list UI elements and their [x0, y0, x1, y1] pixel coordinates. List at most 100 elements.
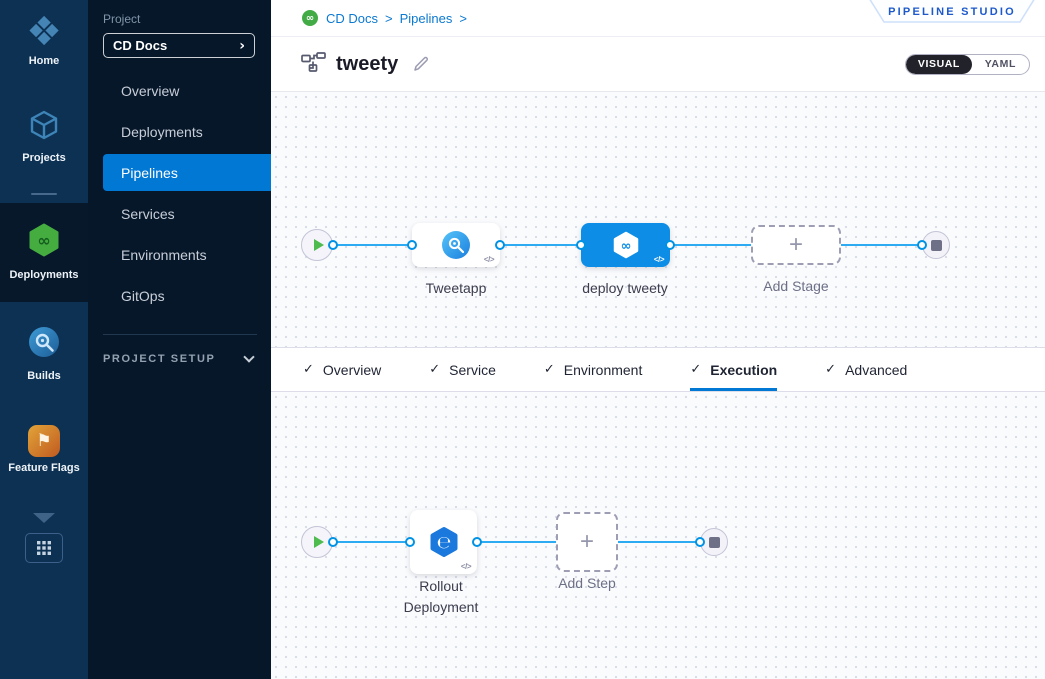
deployments-cd-icon: ∞: [25, 221, 63, 264]
sidebar-item-label: Home: [28, 55, 60, 67]
project-selector-value: CD Docs: [113, 38, 168, 53]
sidebar-item-label: Feature Flags: [8, 462, 80, 474]
sidebar-item-deployments[interactable]: ∞ Deployments: [0, 203, 88, 302]
breadcrumb-separator: >: [459, 10, 467, 26]
sidebar-item-deployments-nav[interactable]: Deployments: [121, 123, 203, 140]
grid-icon: [37, 541, 51, 555]
play-icon: [313, 536, 324, 548]
breadcrumb-link-project[interactable]: CD Docs: [326, 10, 379, 26]
add-step-label: Add Step: [558, 575, 616, 591]
code-icon: </>: [653, 255, 665, 264]
check-icon: ✓: [543, 362, 555, 377]
main-content: PIPELINE STUDIO ∞ CD Docs > Pipelines >: [271, 0, 1045, 679]
pipeline-name: tweety: [336, 52, 399, 75]
sidebar-item-label: Projects: [22, 152, 66, 164]
project-sidebar: Project CD Docs › Overview Deployments P…: [88, 0, 271, 679]
execution-end-node: [700, 528, 728, 556]
module-picker-button[interactable]: [25, 533, 63, 563]
sidebar-item-pipelines[interactable]: Pipelines: [103, 154, 271, 191]
step-node-rollout-deployment[interactable]: ℮ </>: [410, 510, 477, 574]
stage-label: deploy tweety: [582, 280, 668, 296]
deploy-stage-icon: ∞: [613, 231, 638, 259]
pipeline-icon: [301, 51, 326, 77]
home-icon: ❖: [26, 9, 62, 55]
connector-port: [407, 240, 417, 250]
rollout-step-icon: ℮: [430, 527, 457, 557]
pipeline-start-node: [301, 229, 333, 261]
chevron-down-icon: [243, 351, 255, 363]
build-stage-icon: [442, 231, 470, 259]
chevron-right-icon: ›: [239, 37, 245, 54]
execution-start-node: [301, 526, 333, 558]
play-icon: [313, 239, 324, 251]
execution-canvas: ℮ </> + Rollout Deployment Add Step: [271, 392, 1045, 679]
sidebar-item-environments[interactable]: Environments: [121, 246, 207, 263]
plus-icon: +: [579, 528, 594, 555]
connector-port: [328, 240, 338, 250]
cd-module-icon: ∞: [302, 10, 318, 26]
sidebar-item-overview[interactable]: Overview: [121, 82, 180, 99]
connector-port: [576, 240, 586, 250]
svg-text:∞: ∞: [37, 231, 50, 250]
sidebar-item-builds[interactable]: Builds: [0, 314, 88, 395]
code-icon: </>: [483, 255, 495, 264]
stage-node-deploy-tweety[interactable]: ∞ </>: [581, 223, 670, 267]
check-icon: ✓: [303, 362, 314, 377]
connector-port: [695, 537, 705, 547]
feature-flags-icon: ⚑: [28, 425, 60, 457]
sidebar-expand-chevron-icon[interactable]: [33, 513, 55, 523]
connector-port: [405, 537, 415, 547]
connector-port: [665, 240, 675, 250]
sidebar-item-projects[interactable]: Projects: [0, 98, 88, 177]
tab-execution[interactable]: ✓ Execution: [690, 348, 778, 391]
stage-label: Tweetapp: [425, 280, 487, 296]
sidebar-item-gitops[interactable]: GitOps: [121, 287, 165, 304]
connector-port: [917, 240, 927, 250]
stage-canvas: </> ∞ </> + Tweetapp deploy tweety Ad: [271, 92, 1045, 347]
tab-advanced[interactable]: ✓ Advanced: [825, 361, 908, 378]
breadcrumb-separator: >: [385, 10, 393, 26]
tab-overview[interactable]: ✓ Overview: [303, 361, 382, 378]
project-setup-toggle[interactable]: PROJECT SETUP: [103, 351, 255, 365]
sidebar-divider: [31, 193, 57, 195]
add-stage-button[interactable]: +: [751, 225, 841, 265]
sidebar-item-feature-flags[interactable]: ⚑ Feature Flags: [0, 415, 88, 487]
svg-text:∞: ∞: [620, 239, 631, 254]
stop-icon: [708, 536, 720, 548]
pipeline-studio-badge: PIPELINE STUDIO: [866, 0, 1038, 28]
sidebar-item-label: Builds: [27, 370, 61, 382]
step-label: Rollout Deployment: [403, 578, 479, 615]
code-icon: </>: [460, 562, 472, 571]
check-icon: ✓: [690, 362, 702, 377]
tab-environment[interactable]: ✓ Environment: [543, 361, 643, 378]
toggle-visual[interactable]: VISUAL: [906, 54, 972, 74]
check-icon: ✓: [825, 362, 837, 377]
check-icon: ✓: [429, 362, 441, 377]
visual-yaml-toggle: VISUAL YAML: [905, 53, 1030, 75]
svg-text:PIPELINE STUDIO: PIPELINE STUDIO: [888, 6, 1016, 18]
svg-text:℮: ℮: [436, 533, 451, 553]
stage-node-tweetapp[interactable]: </>: [412, 223, 500, 267]
pipeline-title-bar: tweety VISUAL YAML: [271, 37, 1045, 92]
project-section-label: Project: [103, 12, 141, 26]
connector-port: [472, 537, 482, 547]
connector-port: [328, 537, 338, 547]
stage-config-tabs: ✓ Overview ✓ Service ✓ Environment ✓ Exe…: [271, 347, 1045, 392]
step-connector-line: [317, 541, 714, 543]
tab-service[interactable]: ✓ Service: [429, 361, 496, 378]
plus-icon: +: [788, 231, 803, 258]
project-setup-label: PROJECT SETUP: [103, 353, 216, 365]
module-sidebar: ❖ Home Projects ∞ Deployments: [0, 0, 88, 679]
edit-pencil-icon[interactable]: [412, 55, 430, 73]
sidebar-item-home[interactable]: ❖ Home: [0, 4, 88, 80]
stop-icon: [930, 239, 942, 251]
toggle-yaml[interactable]: YAML: [984, 58, 1016, 70]
breadcrumb-link-pipelines[interactable]: Pipelines: [399, 10, 453, 26]
builds-ci-icon: [26, 324, 62, 365]
sidebar-item-services[interactable]: Services: [121, 205, 175, 222]
project-selector[interactable]: CD Docs ›: [103, 33, 255, 58]
sidebar-item-label: Deployments: [9, 269, 79, 281]
sidebar-divider: [103, 334, 257, 335]
add-step-button[interactable]: +: [556, 512, 618, 572]
